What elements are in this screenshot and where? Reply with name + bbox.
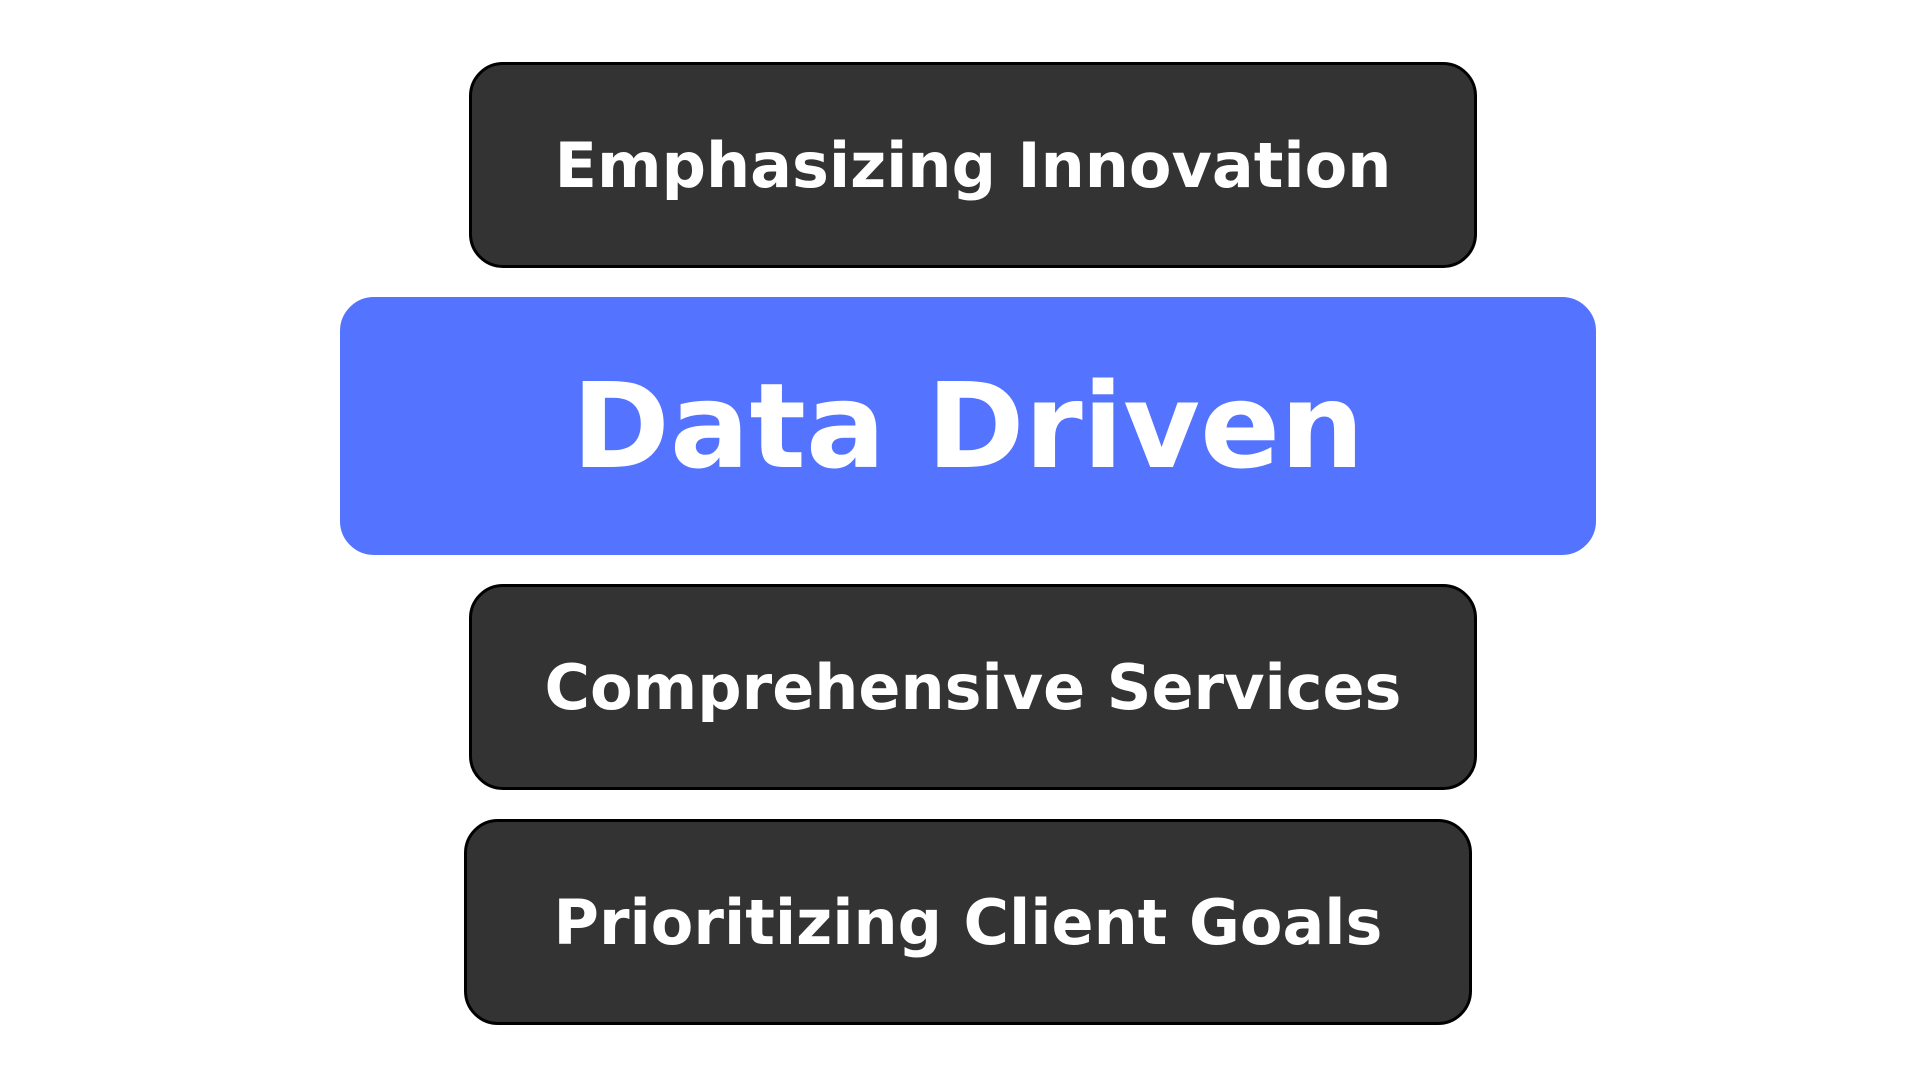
card-label: Data Driven xyxy=(571,357,1365,495)
card-label: Comprehensive Services xyxy=(544,650,1402,724)
card-label: Prioritizing Client Goals xyxy=(553,885,1383,959)
card-comprehensive-services: Comprehensive Services xyxy=(469,584,1477,790)
card-data-driven: Data Driven xyxy=(340,297,1596,555)
card-emphasizing-innovation: Emphasizing Innovation xyxy=(469,62,1477,268)
card-prioritizing-client-goals: Prioritizing Client Goals xyxy=(464,819,1472,1025)
card-label: Emphasizing Innovation xyxy=(554,128,1392,202)
